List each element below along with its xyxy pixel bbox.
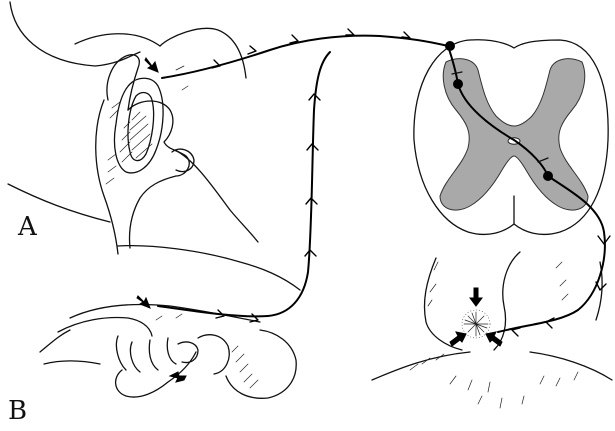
hand-b-knuckles	[116, 336, 176, 372]
anal-pointer-arrow-top	[137, 296, 150, 308]
clitoris-pointer-arrow	[145, 58, 158, 72]
anal-pointer-arrow-bottom	[170, 372, 186, 382]
labia-shading	[120, 112, 152, 162]
sacral-region	[372, 252, 612, 408]
anus-arrow-left	[450, 332, 466, 346]
thigh-right-outline	[226, 330, 296, 398]
anus-arrow-right	[486, 332, 502, 346]
perineum-outline	[198, 335, 229, 374]
anus-arrow-top	[470, 288, 482, 306]
hand-fingers	[128, 101, 189, 248]
panel-label-a: A	[18, 214, 37, 240]
thigh-line-bottom	[118, 246, 300, 290]
afferent-nerve-a	[162, 36, 448, 78]
buttock-base-left	[372, 352, 470, 380]
labia-outer	[114, 78, 163, 173]
ventral-horn-synapse-dot	[543, 171, 553, 181]
dorsal-horn-synapse-dot	[453, 79, 463, 89]
dorsal-root-ganglion-dot	[445, 41, 455, 51]
hand-palm	[96, 100, 118, 254]
thigh-fold-right	[175, 150, 258, 242]
buttock-base-right	[530, 352, 612, 380]
buttock-right-lower	[424, 258, 462, 350]
afferent-nerve-b	[158, 52, 330, 316]
panel-b-illustration	[40, 296, 296, 398]
hand-b-wrist	[40, 330, 100, 364]
panel-a-illustration	[8, 2, 300, 290]
hand-b-thumb	[116, 352, 196, 397]
finger-tip	[172, 149, 194, 171]
panel-label-b: B	[8, 398, 27, 424]
buttock-top-outline	[75, 34, 160, 46]
hand-b-back	[58, 318, 152, 336]
hand-b-fingertip	[178, 342, 198, 363]
gluteal-cleft	[494, 252, 520, 350]
hand-b-shading	[156, 314, 258, 388]
